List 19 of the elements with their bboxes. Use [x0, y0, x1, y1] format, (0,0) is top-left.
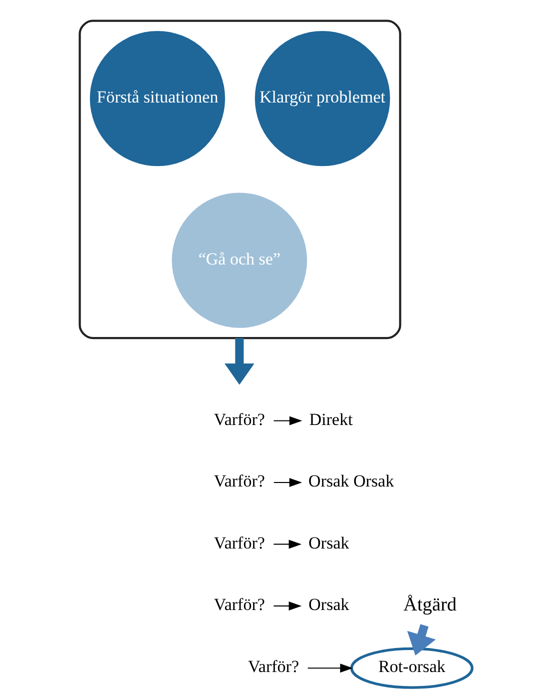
- arrow: [274, 540, 302, 549]
- node-text: Direkt: [309, 410, 353, 429]
- arrow: [224, 338, 254, 385]
- arrow: [274, 478, 302, 487]
- node-text: Varför?: [214, 472, 265, 491]
- arrow: [407, 624, 436, 656]
- arrow: [274, 602, 302, 610]
- node-text: Åtgärd: [403, 594, 457, 616]
- arrow: [274, 416, 302, 426]
- node-ellipse: Rot-orsak: [350, 647, 474, 689]
- node-text: Varför?: [214, 533, 265, 552]
- node-text: Orsak: [308, 533, 350, 552]
- cluster: [78, 20, 402, 340]
- node-text: Varför?: [248, 657, 300, 676]
- arrow: [308, 664, 353, 673]
- node-text: Varför?: [214, 410, 265, 429]
- node-text: Orsak Orsak: [308, 472, 394, 491]
- node-text: Varför?: [214, 595, 265, 614]
- node-text: Orsak: [308, 595, 350, 614]
